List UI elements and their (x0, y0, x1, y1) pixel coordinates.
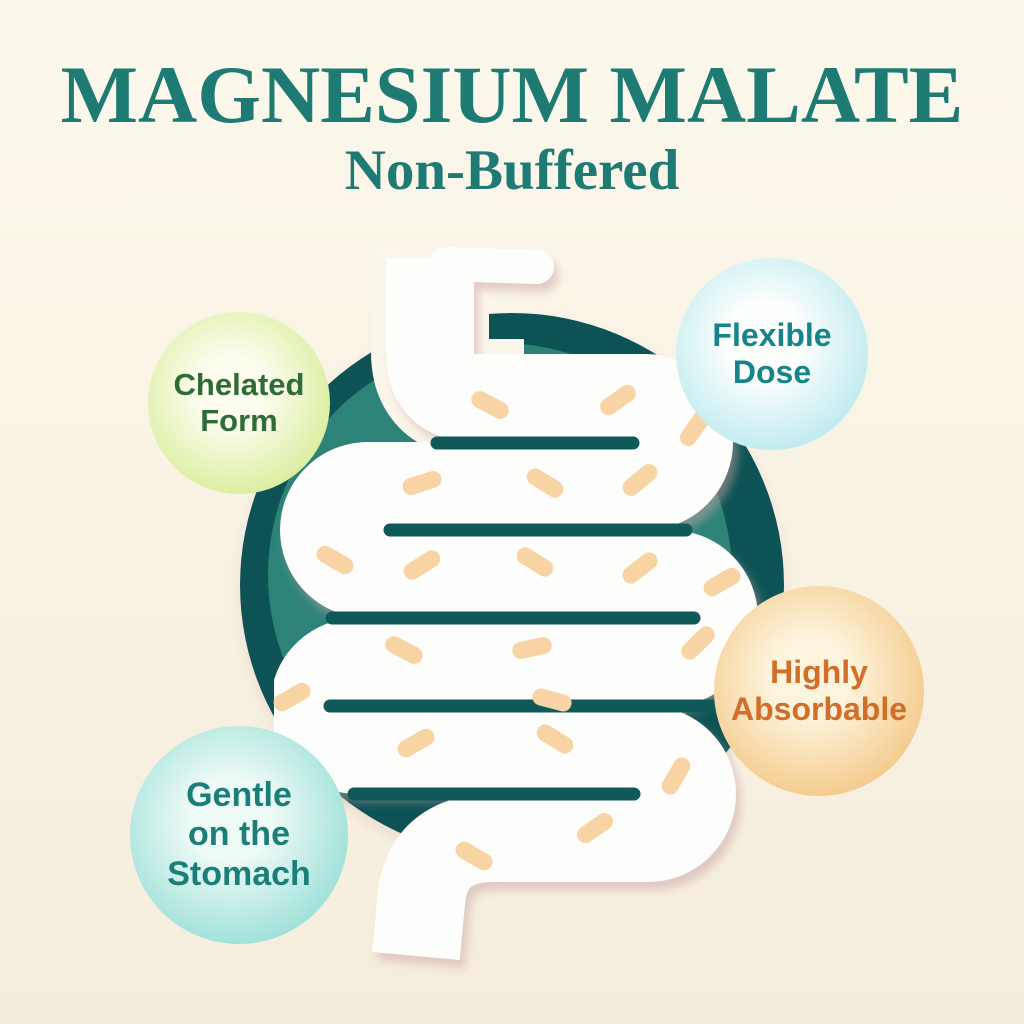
particle-dash (402, 470, 442, 496)
bubble-label-line: Flexible (712, 316, 832, 353)
particle-dash (622, 552, 658, 584)
particle-dash (397, 728, 435, 758)
bubble-label-line: Gentle (186, 775, 292, 814)
particle-dash (403, 550, 441, 580)
intestine-body (270, 247, 758, 961)
particle-dash (385, 636, 423, 664)
particle-dash (681, 626, 715, 660)
product-title: MAGNESIUM MALATE (60, 49, 964, 140)
particle-dash (622, 464, 658, 496)
bubble-label-line: Absorbable (730, 691, 908, 727)
particle-dash (455, 841, 493, 871)
particle-dash (471, 391, 509, 419)
bubble-label-line: Stomach (167, 854, 311, 893)
particle-dash (512, 637, 552, 659)
particle-dash (526, 468, 564, 498)
intestine-fold-lines (323, 436, 729, 801)
bubble-label-line: Chelated (173, 367, 305, 403)
particle-dash (600, 384, 636, 416)
particle-dash (703, 567, 741, 597)
product-subtitle: Non-Buffered (344, 139, 680, 202)
bubble-label-line: on the (188, 815, 290, 854)
particle-dash (661, 757, 691, 795)
particle-dash (316, 545, 354, 575)
bubble-label-line: Dose (732, 354, 812, 390)
particle-dash (536, 724, 574, 754)
bubble-label-line: Form (200, 403, 278, 438)
particle-dash (273, 682, 311, 712)
intestine-tract-path (270, 258, 758, 961)
particle-dash (577, 812, 613, 844)
particle-dash (532, 688, 572, 712)
bubble-label-line: Highly (770, 653, 868, 690)
particle-dash (516, 547, 554, 577)
esophagus-hook (429, 247, 554, 284)
